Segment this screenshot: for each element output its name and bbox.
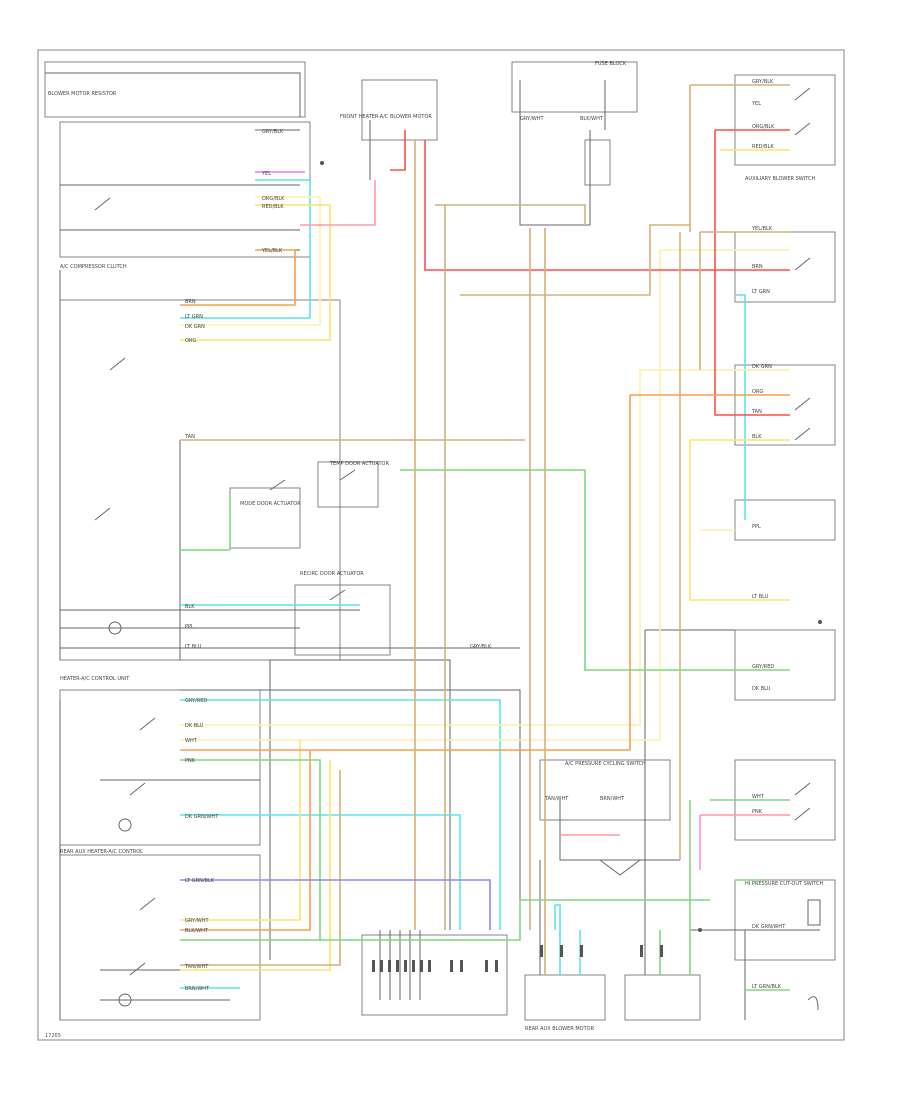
wire-label: BLK/WHT <box>580 116 604 122</box>
black-wires <box>45 72 820 1020</box>
component-label: BLOWER MOTOR RESISTOR <box>48 91 117 97</box>
component-label: REAR AUX HEATER-A/C CONTROL <box>60 849 143 855</box>
wire-label: BRN <box>752 264 763 270</box>
wire-label: YEL <box>261 171 271 177</box>
wire-label: BLK <box>752 434 762 440</box>
component-label: FRONT HEATER-A/C BLOWER MOTOR <box>340 114 432 120</box>
wire-label: YEL/BLK <box>261 248 283 254</box>
component-label: RECIRC DOOR ACTUATOR <box>300 571 364 577</box>
wire-label: LT GRN <box>752 289 770 295</box>
wire-label: LT GRN/BLK <box>185 878 215 884</box>
component-label: FUSE BLOCK <box>595 61 627 67</box>
component-label: HEATER-A/C CONTROL UNIT <box>60 676 130 682</box>
wire-label: DK GRN/WHT <box>752 924 786 930</box>
component-label: AUXILIARY BLOWER SWITCH <box>745 176 815 182</box>
wire-label: LT BLU <box>185 644 202 650</box>
wire-label: TAN/WHT <box>184 964 209 970</box>
component-label: A/C PRESSURE CYCLING SWITCH <box>565 761 646 767</box>
wire-label: TAN/WHT <box>544 796 569 802</box>
wire-label: TAN <box>184 434 195 440</box>
wire-label: DK BLU <box>185 723 204 729</box>
wire-label: YEL <box>751 101 761 107</box>
wire-label: BLK/WHT <box>185 928 209 934</box>
wire-label: BRN/WHT <box>600 796 625 802</box>
component-label: A/C COMPRESSOR CLUTCH <box>60 264 127 270</box>
wire-label: PPL <box>752 524 761 530</box>
wire-label: GRY/BLK <box>752 79 774 85</box>
component-label: HI PRESSURE CUT-OUT SWITCH <box>745 881 823 887</box>
wire-label: ORG <box>185 338 196 344</box>
wire-label: PPL <box>185 624 194 630</box>
wire-label: BRN <box>185 299 196 305</box>
page-code: 17265 <box>45 1033 61 1039</box>
wire-label: GRY/WHT <box>185 918 209 924</box>
wire-label: GRY/RED <box>185 698 207 704</box>
component-label: MODE DOOR ACTUATOR <box>240 501 301 507</box>
wire-label: LT BLU <box>752 594 769 600</box>
wire-label: ORG/BLK <box>752 124 775 130</box>
wire-label: DK GRN/WHT <box>185 814 219 820</box>
wire-label: WHT <box>752 794 765 800</box>
colored-wires <box>180 84 790 991</box>
wire-label: DK GRN <box>185 324 205 330</box>
wire-label: RED/BLK <box>752 144 774 150</box>
component-boxes <box>44 61 836 1021</box>
wire-label: PNK <box>752 809 763 815</box>
component-label: REAR AUX BLOWER MOTOR <box>525 1026 595 1032</box>
wire-label: LT GRN/BLK <box>752 984 782 990</box>
wire-label: TAN <box>751 409 762 415</box>
wire-label: DK BLU <box>752 686 771 692</box>
diagram-frame <box>37 49 845 1041</box>
wire-label: ORG <box>752 389 763 395</box>
wire-label: GRY/BLK <box>470 644 492 650</box>
wire-label: PNK <box>185 758 196 764</box>
wire-label: RED/BLK <box>262 204 284 210</box>
component-label: TEMP DOOR ACTUATOR <box>329 461 389 467</box>
wire-label: BLK <box>185 604 195 610</box>
wire-label: GRY/WHT <box>520 116 544 122</box>
wire-label: LT GRN <box>185 314 203 320</box>
wire-label: BRN/WHT <box>185 986 210 992</box>
wire-label: WHT <box>185 738 198 744</box>
wire-label: GRY/BLK <box>262 129 284 135</box>
wire-label: GRY/RED <box>752 664 774 670</box>
wire-label: DK GRN <box>752 364 772 370</box>
wire-label: ORG/BLK <box>262 196 285 202</box>
wire-label: YEL/BLK <box>751 226 773 232</box>
switch-symbols <box>94 87 821 1011</box>
connector-pins <box>320 161 822 972</box>
wire-labels: GRY/BLK YEL ORG/BLK RED/BLK YEL/BLK BRN LT GRN… <box>48 61 823 1032</box>
